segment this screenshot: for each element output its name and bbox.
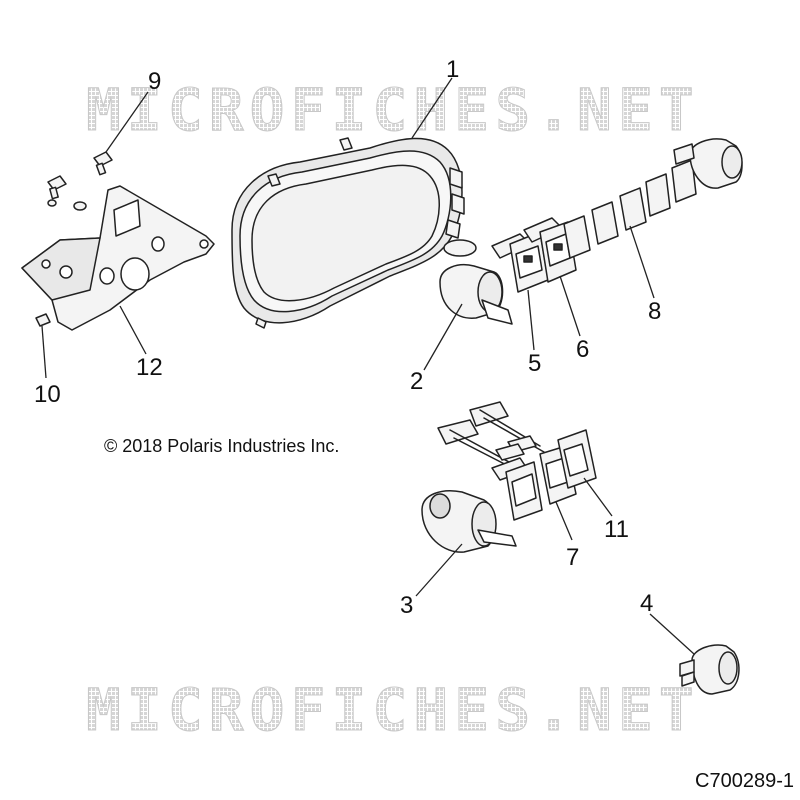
callout-4: 4 [640, 590, 654, 617]
power-outlet-part-bottom [679, 644, 740, 695]
rocker-switch-part-6 [523, 217, 577, 283]
callout-7: 7 [566, 544, 580, 571]
instrument-cluster-part [231, 137, 465, 329]
ignition-switch-part-2 [439, 239, 513, 325]
callout-11: 11 [604, 516, 629, 543]
nut-part [47, 199, 87, 211]
callout-8: 8 [648, 298, 662, 325]
screw-part-9 [93, 151, 113, 176]
callout-12: 12 [136, 354, 163, 381]
callout-6: 6 [576, 336, 590, 363]
callout-5: 5 [528, 350, 542, 377]
watermark-bottom: MICROFICHES.NET [86, 676, 700, 744]
watermark-top: MICROFICHES.NET [86, 76, 700, 144]
switch-plug-part-8 [563, 159, 697, 259]
callout-3: 3 [400, 592, 414, 619]
rocker-switch-part-11 [557, 429, 597, 489]
wiring-harness-part [437, 401, 545, 475]
callout-10: 10 [34, 381, 61, 408]
callout-2: 2 [410, 368, 424, 395]
leader-lines [41, 77, 695, 655]
screw-part-10 [35, 313, 51, 327]
ignition-switch-part-3 [421, 490, 517, 553]
copyright-text: © 2018 Polaris Industries Inc. [104, 436, 340, 456]
callout-9: 9 [148, 68, 162, 95]
screw-part-9b [47, 175, 67, 200]
drawing-id: C700289-1 [695, 770, 794, 792]
power-outlet-part-top [673, 138, 743, 189]
bracket-part [21, 185, 215, 331]
rocker-switch-part-7 [491, 445, 577, 521]
callout-1: 1 [446, 56, 460, 83]
